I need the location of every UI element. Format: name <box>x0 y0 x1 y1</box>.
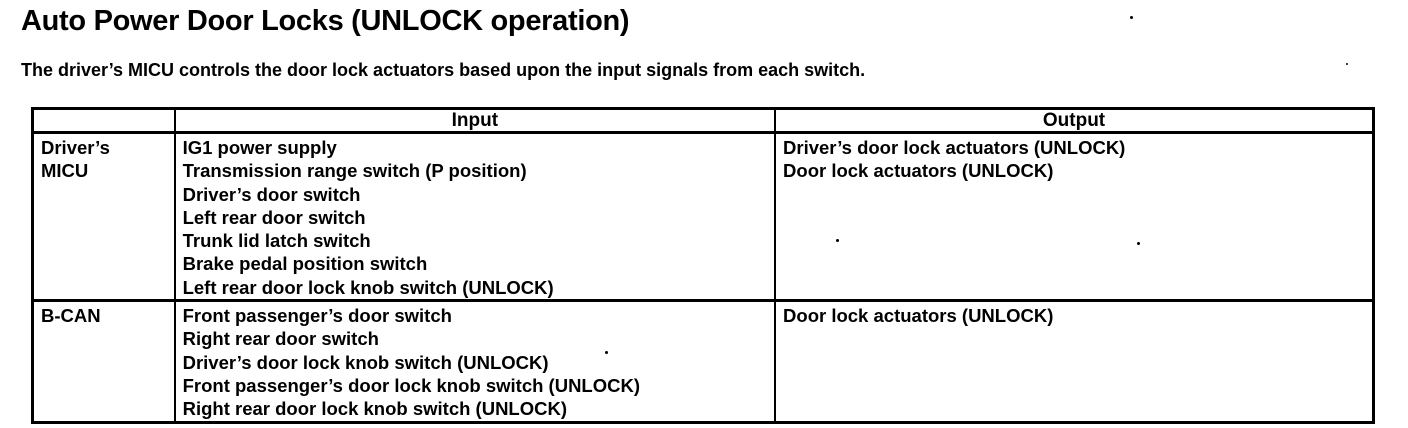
table-header-row: Input Output <box>31 107 1375 134</box>
output-line: Door lock actuators (UNLOCK) <box>783 160 1054 182</box>
row-input-cell: Front passenger’s door switch Right rear… <box>173 299 777 424</box>
input-line: Driver’s door lock knob switch (UNLOCK) <box>182 351 549 373</box>
input-line: Brake pedal position switch <box>182 253 428 275</box>
row-source-cell: Driver’s MICU <box>31 130 176 303</box>
table-header-input: Input <box>173 107 777 134</box>
input-line: Front passenger’s door lock knob switch … <box>182 374 640 396</box>
row-input-cell: IG1 power supply Transmission range swit… <box>173 130 777 303</box>
page-title: Auto Power Door Locks (UNLOCK operation) <box>21 5 630 37</box>
input-line: Left rear door lock knob switch (UNLOCK) <box>182 276 554 298</box>
io-table: Input Output Driver’s MICU IG1 power sup… <box>31 107 1375 424</box>
source-line: MICU <box>41 160 89 182</box>
scan-speck <box>1130 16 1133 19</box>
input-line: Left rear door switch <box>182 206 366 228</box>
input-line: IG1 power supply <box>182 137 337 158</box>
input-line: Right rear door lock knob switch (UNLOCK… <box>182 398 568 420</box>
table-header-source <box>31 107 176 134</box>
scan-speck <box>605 351 608 354</box>
page-subtitle: The driver’s MICU controls the door lock… <box>21 60 866 80</box>
scan-speck <box>836 239 839 242</box>
input-line: Transmission range switch (P position) <box>182 160 527 182</box>
source-line: B-CAN <box>41 305 101 327</box>
source-line: Driver’s <box>41 137 110 158</box>
row-source-cell: B-CAN <box>31 299 176 424</box>
scan-speck <box>1346 63 1348 65</box>
input-line: Right rear door switch <box>182 328 379 350</box>
input-line: Front passenger’s door switch <box>182 305 452 327</box>
table-row-drivers-micu: Driver’s MICU IG1 power supply Transmiss… <box>31 130 1375 303</box>
row-output-cell: Driver’s door lock actuators (UNLOCK) Do… <box>774 130 1375 303</box>
table-row-b-can: B-CAN Front passenger’s door switch Righ… <box>31 299 1375 424</box>
output-line: Driver’s door lock actuators (UNLOCK) <box>783 137 1126 158</box>
output-line: Door lock actuators (UNLOCK) <box>783 305 1054 327</box>
input-line: Driver’s door switch <box>182 183 361 205</box>
table-header-output: Output <box>774 107 1375 134</box>
scan-speck <box>1137 242 1140 245</box>
input-line: Trunk lid latch switch <box>182 230 371 252</box>
row-output-cell: Door lock actuators (UNLOCK) <box>774 299 1375 424</box>
